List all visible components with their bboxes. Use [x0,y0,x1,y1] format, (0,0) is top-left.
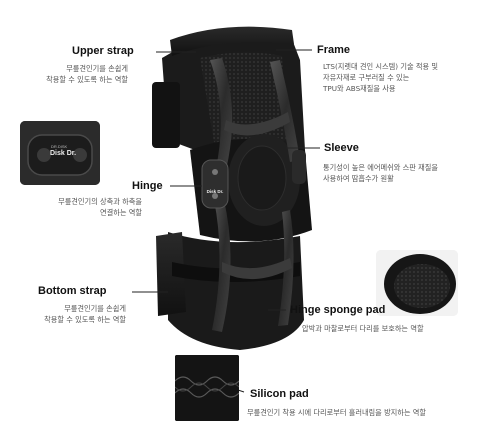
silicon-pad-desc: 무릎견인기 착용 시에 다리로부터 흘러내림을 방지하는 역할 [247,408,427,417]
hinge-title: Hinge [132,180,163,192]
frame-title: Frame [317,44,351,56]
upper-strap-tab [152,82,180,148]
upper-strap-desc: 무릎견인기를 손쉽게 착용할 수 있도록 하는 역할 [46,64,128,84]
hinge-sponge-pad-inset-photo [376,250,458,316]
hinge-center-brand: Disk Dr. [206,189,224,194]
leader-silicon-pad [237,389,245,393]
frame-desc: LTS(지렛대 견인 시스템) 기술 적용 및 자유자재로 구부러질 수 있는 … [323,62,438,93]
frame-strut-top [210,58,233,170]
bottom-strap-band [156,232,186,316]
hinge-inset-brand-small: DR.DISK [51,144,68,149]
sleeve-desc: 통기성이 높은 에어메쉬와 스판 재질을 사용하여 땀흡수가 원활 [323,163,438,183]
bottom-strap-desc: 무릎견인기를 손쉽게 착용할 수 있도록 하는 역할 [44,304,126,324]
lower-cuff [168,232,304,350]
upper-strap-band [170,26,294,56]
frame-strut-bottom [212,200,231,332]
hinge-desc: 무릎견인기의 상축과 하축을 연결하는 역할 [58,197,142,217]
hinge-inset-photo: DR.DISK Disk Dr. [20,121,100,185]
hinge-sponge-pad-title: Hinge sponge pad [290,304,386,316]
silicon-pad-title: Silicon pad [250,388,309,400]
bottom-strap-title: Bottom strap [38,285,107,297]
sleeve-title: Sleeve [324,142,359,154]
hinge-inset-brand: Disk Dr. [50,150,77,157]
hinge-sponge-pad-desc: 압박과 마찰로부터 다리를 보호하는 역할 [302,324,424,333]
upper-strap-title: Upper strap [72,45,134,57]
hinge-center-label: Disk Dr. [203,178,227,197]
silicon-pad-inset-photo [175,355,239,421]
